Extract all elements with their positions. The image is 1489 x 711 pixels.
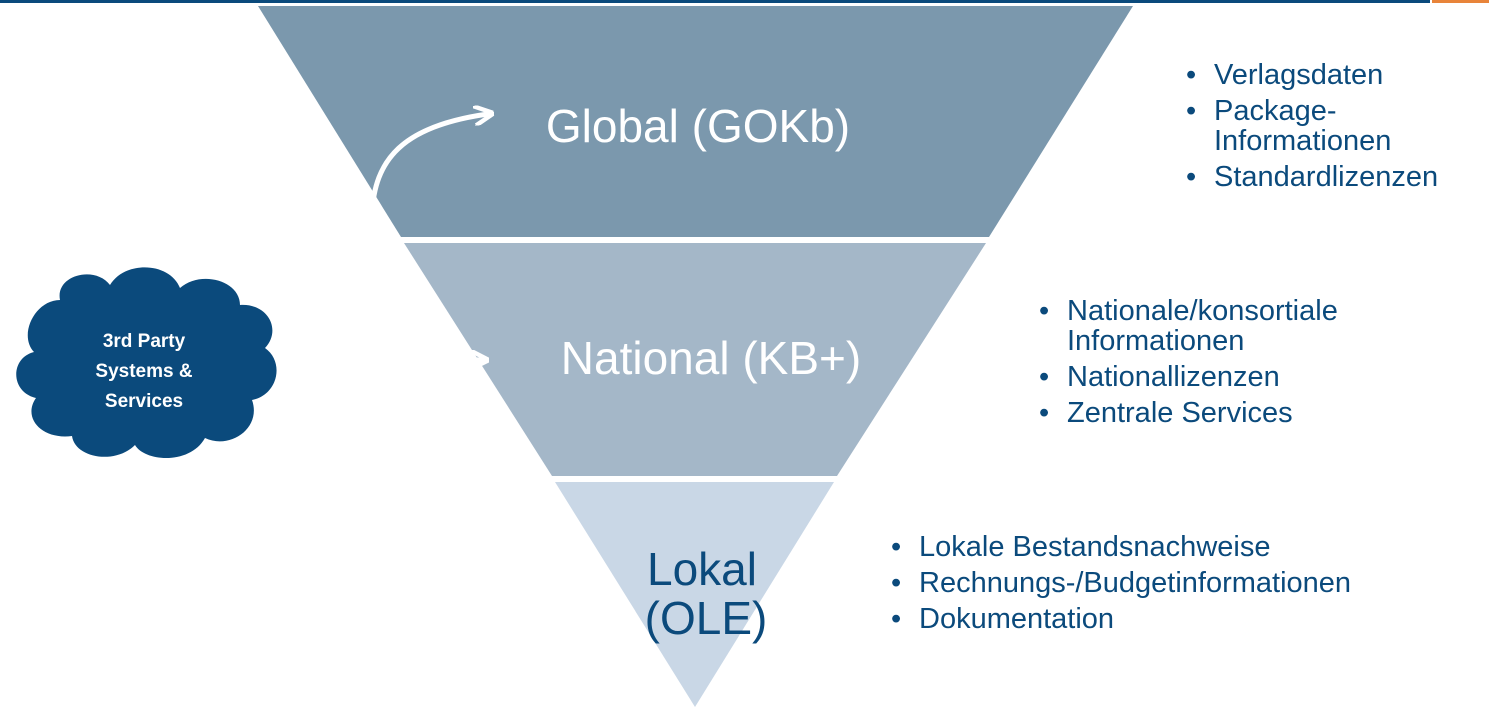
bullet-item: Zentrale Services [1039, 398, 1459, 428]
tier-national-label: National (KB+) [561, 332, 861, 384]
arrow-to-local [285, 378, 590, 575]
bullet-list-national: Nationale/konsortiale Informationen Nati… [1039, 296, 1459, 434]
cloud-label-line3: Services [105, 391, 183, 412]
tier-local [555, 482, 834, 707]
bullet-list-global: Verlagsdaten Package-Informationen Stand… [1186, 60, 1486, 198]
bullet-item: Nationale/konsortiale Informationen [1039, 296, 1459, 356]
accent-tab [1432, 0, 1489, 3]
bullet-item: Standardlizenzen [1186, 162, 1486, 192]
tier-global-label: Global (GOKb) [546, 100, 850, 152]
bullet-list-local: Lokale Bestandsnachweise Rechnungs-/Budg… [891, 532, 1471, 640]
cloud-label-line1: 3rd Party [103, 331, 186, 352]
bullet-item: Verlagsdaten [1186, 60, 1486, 90]
cloud-label-line2: Systems & [95, 361, 192, 382]
top-rule [0, 0, 1430, 3]
cloud-shape [16, 267, 277, 459]
bullet-item: Lokale Bestandsnachweise [891, 532, 1471, 562]
cloud-icon: 3rd Party Systems & Services [16, 267, 277, 459]
bullet-item: Nationallizenzen [1039, 362, 1459, 392]
tier-local-label-line2: (OLE) [645, 592, 768, 644]
bullet-item: Rechnungs-/Budgetinformationen [891, 568, 1471, 598]
arrow-to-global [278, 114, 488, 322]
arrow-to-national [278, 358, 483, 360]
bullet-item: Dokumentation [891, 604, 1471, 634]
tier-local-label-line1: Lokal [647, 543, 757, 595]
bullet-item: Package-Informationen [1186, 96, 1486, 156]
